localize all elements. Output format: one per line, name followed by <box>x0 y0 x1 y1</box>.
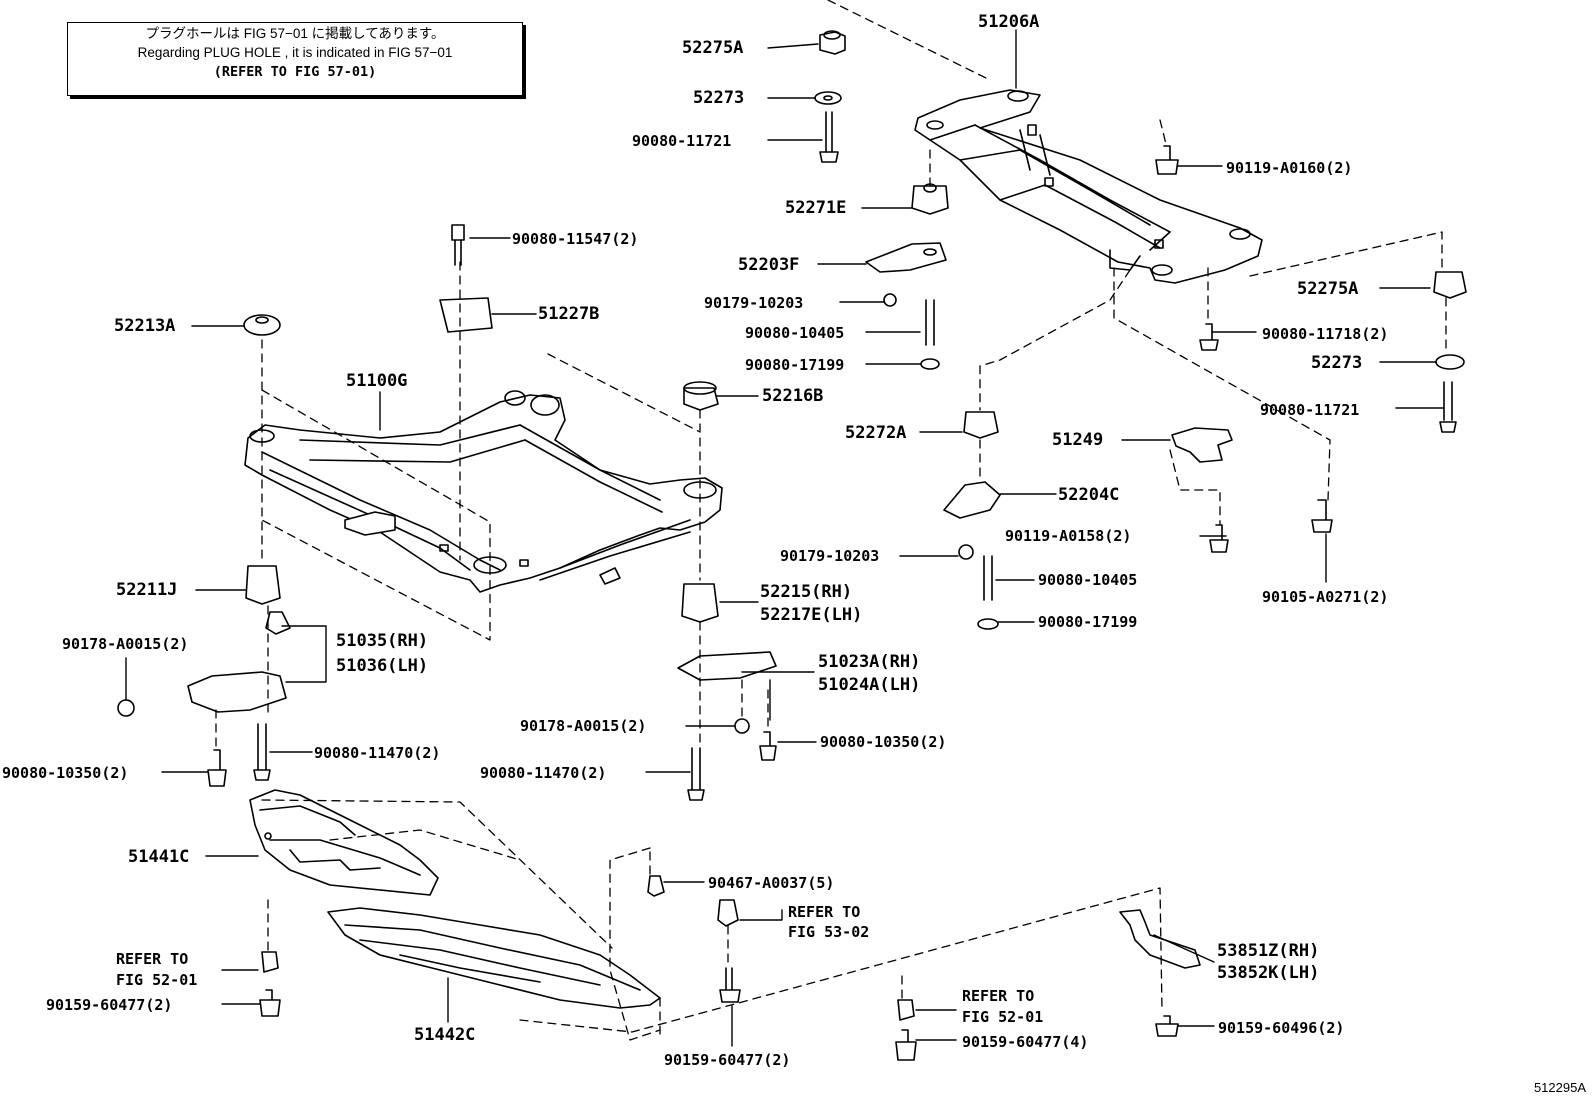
note-line-jp: プラグホールは FIG 57−01 に掲載してあります。 <box>145 26 445 41</box>
label-51035-RH[interactable]: 51035(RH) <box>336 631 429 651</box>
label-90119-A0160[interactable]: 90119-A0160(2) <box>1226 159 1353 177</box>
label-52217E-LH[interactable]: 52217E(LH) <box>760 605 863 625</box>
label-52273-top[interactable]: 52273 <box>693 88 745 108</box>
label-53852K-LH[interactable]: 53852K(LH) <box>1217 963 1320 983</box>
label-51036-LH[interactable]: 51036(LH) <box>336 656 429 676</box>
label-90080-10350-a[interactable]: 90080-10350(2) <box>2 764 129 782</box>
label-52213A[interactable]: 52213A <box>114 316 176 336</box>
label-refer-52-01-left-b[interactable]: FIG 52-01 <box>116 971 198 989</box>
engine-under-cover-51441C <box>249 789 439 896</box>
bracket-53851Z <box>1119 909 1201 969</box>
label-90080-11470-b[interactable]: 90080-11470(2) <box>480 764 607 782</box>
note-line-en: Regarding PLUG HOLE , it is indicated in… <box>137 45 453 60</box>
label-90178-A0015-a[interactable]: 90178-A0015(2) <box>62 635 189 653</box>
label-90080-17199-b[interactable]: 90080-17199 <box>1038 613 1138 631</box>
label-90178-A0015-b[interactable]: 90178-A0015(2) <box>520 717 647 735</box>
label-51100G[interactable]: 51100G <box>346 371 408 391</box>
dashed-alignment-lines <box>215 0 1447 1041</box>
label-90105-A0271[interactable]: 90105-A0271(2) <box>1262 588 1389 606</box>
rear-crossmember-51206A <box>914 89 1263 284</box>
label-refer-52-01-mid-a[interactable]: REFER TO <box>962 987 1035 1005</box>
label-51023A-RH[interactable]: 51023A(RH) <box>818 652 921 672</box>
small-parts <box>117 30 1467 1061</box>
label-51441C[interactable]: 51441C <box>128 847 190 867</box>
label-refer-53-02-a[interactable]: REFER TO <box>788 903 861 921</box>
leader-lines <box>125 29 1445 1047</box>
label-90159-60477-left[interactable]: 90159-60477(2) <box>46 996 173 1014</box>
label-52275A-right[interactable]: 52275A <box>1297 279 1359 299</box>
label-52211J[interactable]: 52211J <box>116 580 178 600</box>
label-90159-60477-four[interactable]: 90159-60477(4) <box>962 1033 1089 1051</box>
label-90080-10405-b[interactable]: 90080-10405 <box>1038 571 1138 589</box>
front-crossmember-51100G <box>244 390 723 593</box>
label-90080-11718[interactable]: 90080-11718(2) <box>1262 325 1389 343</box>
label-53851Z-RH[interactable]: 53851Z(RH) <box>1217 941 1320 961</box>
plug-hole-note: プラグホールは FIG 57−01 に掲載してあります。 Regarding P… <box>67 22 523 96</box>
label-51206A[interactable]: 51206A <box>978 12 1040 32</box>
label-90159-60496[interactable]: 90159-60496(2) <box>1218 1019 1345 1037</box>
label-90080-11547[interactable]: 90080-11547(2) <box>512 230 639 248</box>
label-51249[interactable]: 51249 <box>1052 430 1104 450</box>
label-90080-11470-a[interactable]: 90080-11470(2) <box>314 744 441 762</box>
label-90179-10203-b[interactable]: 90179-10203 <box>780 547 880 565</box>
label-52272A[interactable]: 52272A <box>845 423 907 443</box>
label-51227B[interactable]: 51227B <box>538 304 600 324</box>
label-refer-53-02-b[interactable]: FIG 53-02 <box>788 923 870 941</box>
label-90159-60477-mid[interactable]: 90159-60477(2) <box>664 1051 791 1069</box>
label-51024A-LH[interactable]: 51024A(LH) <box>818 675 921 695</box>
label-refer-52-01-left-a[interactable]: REFER TO <box>116 950 189 968</box>
label-52204C[interactable]: 52204C <box>1058 485 1120 505</box>
note-line-refer[interactable]: (REFER TO FIG 57-01) <box>213 64 377 80</box>
label-refer-52-01-mid-b[interactable]: FIG 52-01 <box>962 1008 1044 1026</box>
label-90080-11721-right[interactable]: 90080-11721 <box>1260 401 1360 419</box>
label-90080-10350-b[interactable]: 90080-10350(2) <box>820 733 947 751</box>
label-90080-11721-top[interactable]: 90080-11721 <box>632 132 732 150</box>
label-90119-A0158[interactable]: 90119-A0158(2) <box>1005 527 1132 545</box>
label-51442C[interactable]: 51442C <box>414 1025 476 1045</box>
illustration-number: 512295A <box>1533 1080 1586 1095</box>
label-52271E[interactable]: 52271E <box>785 198 847 218</box>
label-90467-A0037[interactable]: 90467-A0037(5) <box>708 874 835 892</box>
label-90080-10405-a[interactable]: 90080-10405 <box>745 324 845 342</box>
label-90179-10203-a[interactable]: 90179-10203 <box>704 294 804 312</box>
engine-under-cover-51442C <box>327 907 661 1009</box>
label-52273-right[interactable]: 52273 <box>1311 353 1363 373</box>
label-52215-RH[interactable]: 52215(RH) <box>760 582 853 602</box>
label-52275A-top[interactable]: 52275A <box>682 38 744 58</box>
label-90080-17199-a[interactable]: 90080-17199 <box>745 356 845 374</box>
label-52216B[interactable]: 52216B <box>762 386 824 406</box>
label-52203F[interactable]: 52203F <box>738 255 800 275</box>
